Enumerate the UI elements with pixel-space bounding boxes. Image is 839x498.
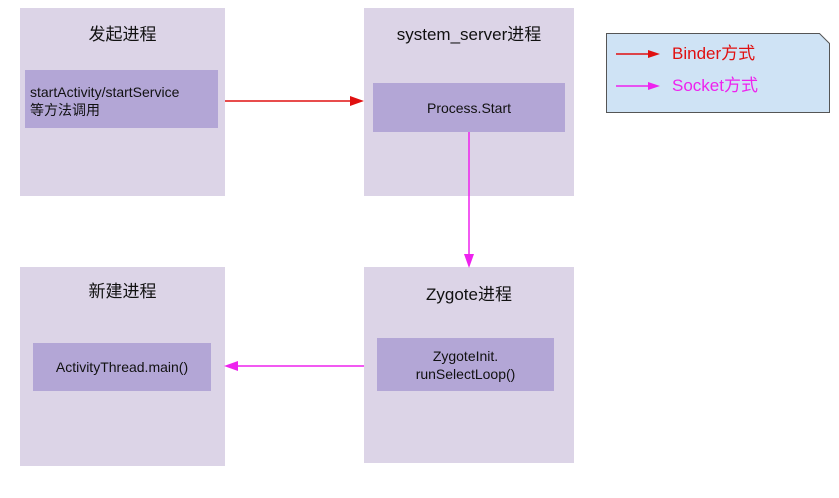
legend-binder-label: Binder方式 <box>672 44 756 63</box>
legend-socket: Socket方式 <box>606 75 830 97</box>
activity-thread-main-box: ActivityThread.main() <box>33 343 211 391</box>
zygote-init-box: ZygoteInit. runSelectLoop() <box>377 338 554 391</box>
zygote-process: Zygote进程 ZygoteInit. runSelectLoop() <box>364 267 574 463</box>
system-server-process-title: system_server进程 <box>396 25 542 44</box>
start-activity-call-box: startActivity/startService 等方法调用 <box>25 70 218 128</box>
start-activity-call-line-1: startActivity/startService <box>30 84 180 100</box>
start-activity-call-line-2: 等方法调用 <box>30 102 100 118</box>
process-start-label: Process.Start <box>426 99 512 116</box>
process-start-box: Process.Start <box>373 83 565 132</box>
legend: Binder方式 Socket方式 <box>606 33 830 113</box>
legend-socket-label: Socket方式 <box>672 76 758 95</box>
new-process-title: 新建进程 <box>88 282 157 301</box>
zygote-init-line-2: runSelectLoop() <box>415 365 516 382</box>
socket-arrow-down <box>464 132 474 268</box>
zygote-process-title: Zygote进程 <box>426 285 512 304</box>
legend-binder: Binder方式 <box>606 43 830 65</box>
initiator-process: 发起进程 startActivity/startService 等方法调用 <box>20 8 225 196</box>
binder-arrow <box>225 96 364 106</box>
new-process: 新建进程 ActivityThread.main() <box>20 267 225 466</box>
activity-thread-main-label: ActivityThread.main() <box>55 359 189 375</box>
zygote-init-line-1: ZygoteInit. <box>432 347 499 364</box>
initiator-process-title: 发起进程 <box>88 25 157 44</box>
legend-frame <box>606 33 830 113</box>
socket-arrow-left <box>224 361 364 371</box>
